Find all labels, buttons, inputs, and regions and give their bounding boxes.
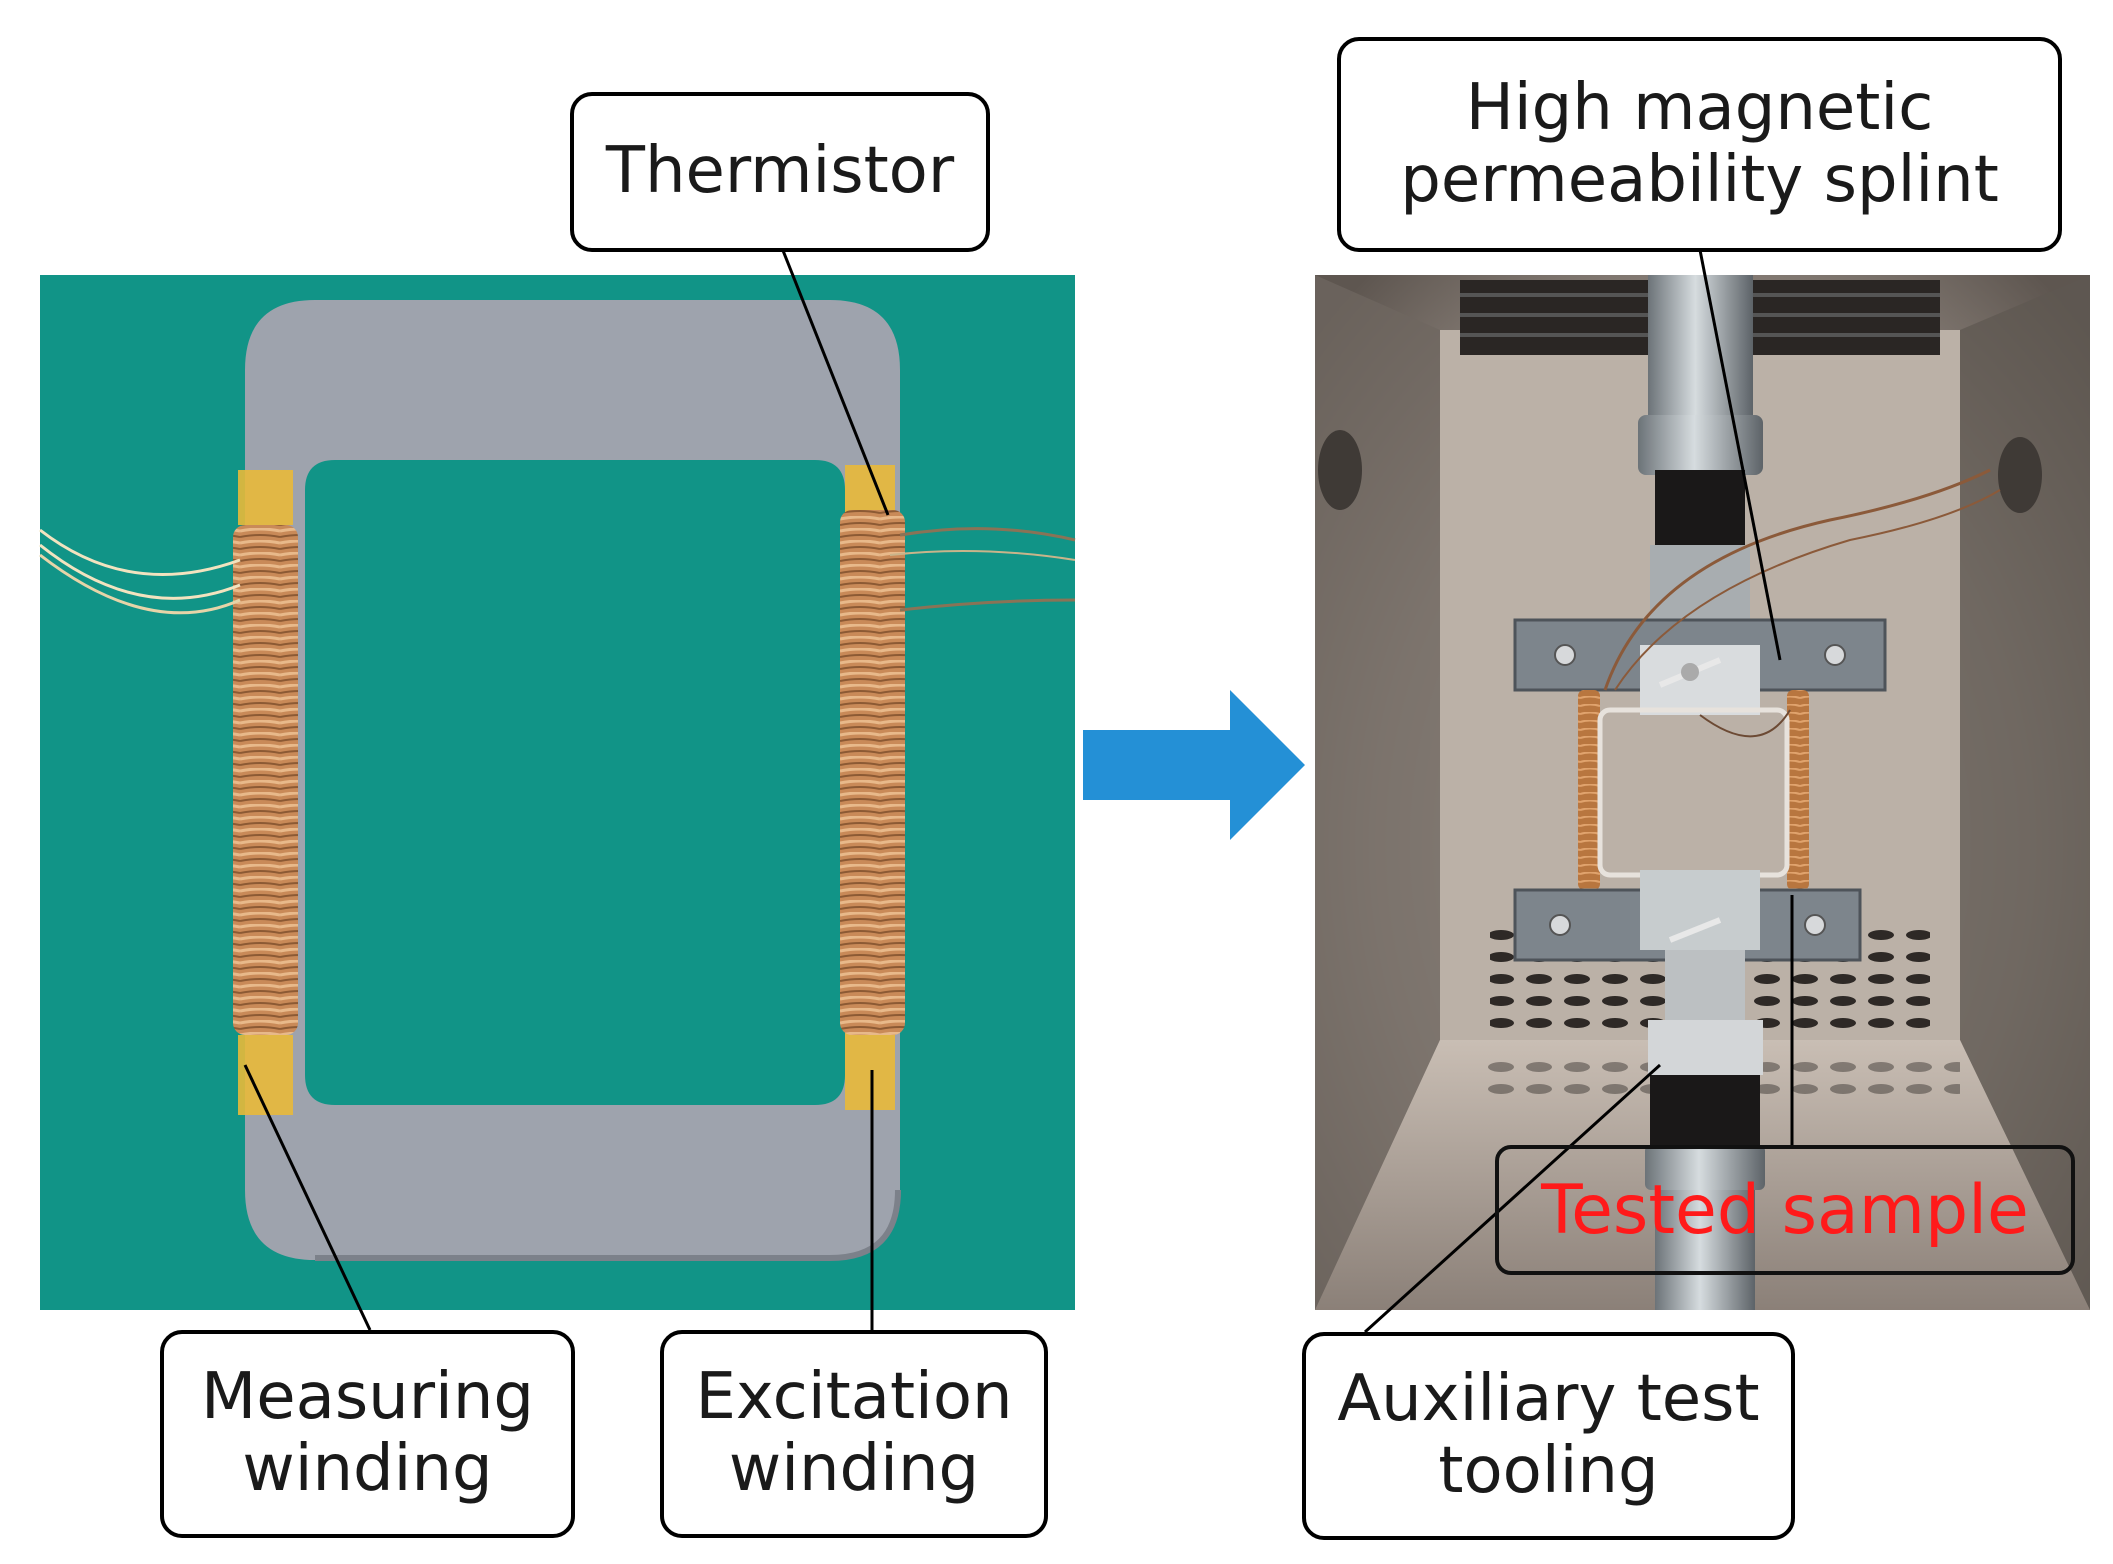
left-photo [39, 275, 1076, 1310]
label-measuring-line2: winding [242, 1432, 493, 1506]
label-tested-sample-text: Tested sample [1541, 1170, 2029, 1250]
label-splint: High magnetic permeability splint [1337, 37, 2062, 252]
label-measuring-winding: Measuring winding [160, 1330, 575, 1538]
label-auxiliary-tooling: Auxiliary test tooling [1302, 1332, 1795, 1540]
label-excitation-winding: Excitation winding [660, 1330, 1048, 1538]
label-thermistor-text: Thermistor [605, 134, 955, 209]
label-tested-sample: Tested sample [1495, 1145, 2075, 1275]
label-splint-line2: permeability splint [1400, 142, 1999, 217]
label-auxiliary-line1: Auxiliary test [1337, 1362, 1760, 1437]
label-measuring-line1: Measuring [201, 1360, 534, 1435]
leader-lines [243, 247, 1794, 1334]
arrow-icon [1083, 690, 1305, 840]
label-excitation-line1: Excitation [695, 1360, 1013, 1435]
right-photo [1315, 275, 2090, 1310]
label-splint-line1: High magnetic [1465, 70, 1934, 145]
label-excitation-line2: winding [728, 1432, 980, 1506]
label-thermistor: Thermistor [570, 92, 990, 252]
label-auxiliary-line2: tooling [1438, 1434, 1659, 1508]
